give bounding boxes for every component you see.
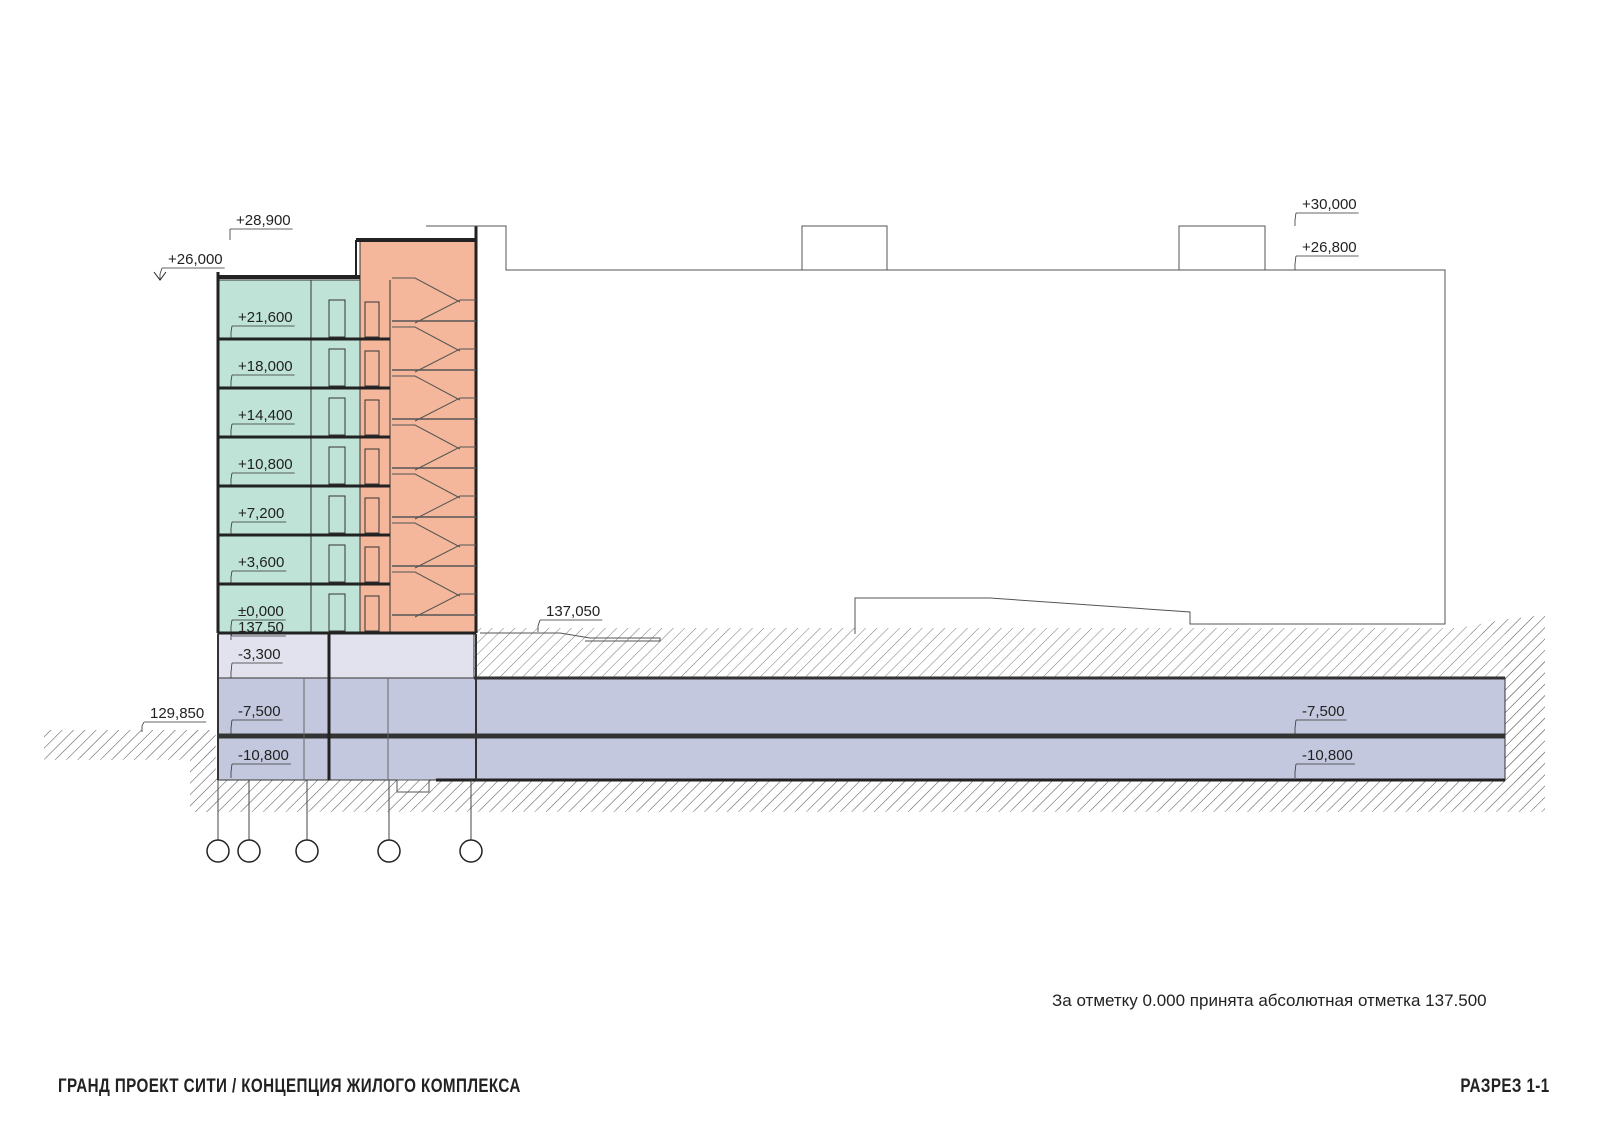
stair-door [364,448,380,485]
stair-door [364,497,380,534]
sheet-title: РАЗРЕЗ 1-1 [1460,1076,1550,1097]
stair-flight [392,375,461,401]
svg-text:-3,300: -3,300 [238,646,281,663]
level-mark-floor: +3,600 [230,554,287,583]
axis-bubble [295,839,319,863]
level-mark-parking-3-left: -10,800 [230,747,291,778]
elevation-note: За отметку 0.000 принята абсолютная отме… [1052,991,1487,1010]
stair-flight [392,473,461,499]
apartment-door [328,348,346,387]
apartment-door [328,544,346,583]
stair-flight [414,495,476,520]
svg-text:137,050: 137,050 [546,603,600,620]
svg-text:+26,800: +26,800 [1302,239,1357,256]
svg-text:+21,600: +21,600 [238,309,293,326]
apartment-door [328,495,346,534]
axis-bubble [377,839,401,863]
stair-flight [392,424,461,450]
svg-text:137,50: 137,50 [238,619,284,636]
apartment-door [328,593,346,632]
apartment-door [328,446,346,485]
svg-text:+30,000: +30,000 [1302,196,1357,213]
level-mark-parking-3-right: -10,800 [1294,747,1355,778]
stair-flight [392,277,461,303]
stair-flight [392,571,461,597]
stair-flight [414,593,476,618]
level-mark-parking-2-left: -7,500 [230,703,283,734]
level-mark-floor: +18,000 [230,358,295,387]
level-mark-floor: ±0,000 [230,603,286,632]
level-mark-abs-ground: 137,50 [230,619,286,640]
level-mark-abs-street: 129,850 [141,705,207,732]
stair-door [364,595,380,632]
grid-axes [206,780,483,863]
svg-text:+14,400: +14,400 [238,407,293,424]
level-mark-floor: +10,800 [230,456,295,485]
stair-flight [414,299,476,324]
apartment-door [328,397,346,436]
stair-door [364,301,380,338]
svg-text:±0,000: ±0,000 [238,603,284,620]
stair-flight [414,544,476,569]
level-mark-parking-2-right: -7,500 [1294,703,1347,734]
project-title: ГРАНД ПРОЕКТ СИТИ / КОНЦЕПЦИЯ ЖИЛОГО КОМ… [58,1076,521,1097]
svg-text:-10,800: -10,800 [1302,747,1353,764]
level-mark-floor: +14,400 [230,407,295,436]
level-mark-floor: +21,600 [230,309,295,338]
axis-bubble [206,839,230,863]
svg-text:+28,900: +28,900 [236,212,291,229]
stair-door [364,399,380,436]
level-marks: +28,900 +26,000 +30,000 +26,800 +21,600 +18,0… [141,196,1359,778]
stair-flight [414,397,476,422]
background-building-outline [426,225,1446,642]
svg-text:-10,800: -10,800 [238,747,289,764]
axis-bubble [459,839,483,863]
stair-flight [414,348,476,373]
stair-flight [414,446,476,471]
basement-levels [217,633,1506,793]
svg-text:+18,000: +18,000 [238,358,293,375]
svg-text:-7,500: -7,500 [1302,703,1345,720]
level-mark-top-parapet: +28,900 [229,212,293,240]
svg-text:129,850: 129,850 [150,705,204,722]
svg-text:-7,500: -7,500 [238,703,281,720]
svg-text:+3,600: +3,600 [238,554,284,571]
svg-text:+26,000: +26,000 [168,251,223,268]
apartment-door [328,299,346,338]
level-mark-basement-1: -3,300 [230,646,283,678]
level-mark-abs-yard: 137,050 [537,603,603,632]
svg-text:+7,200: +7,200 [238,505,284,522]
stair-flight [392,522,461,548]
level-mark-left-roof: +26,000 [159,251,225,280]
residential-block [216,226,478,635]
stair-door [364,546,380,583]
level-mark-floor: +7,200 [230,505,287,534]
stair-door [364,350,380,387]
svg-text:+10,800: +10,800 [238,456,293,473]
axis-bubble [237,839,261,863]
stair-flight [392,326,461,352]
level-mark-right-parapet: +30,000 [1294,196,1359,226]
level-mark-right-roof: +26,800 [1294,239,1359,270]
